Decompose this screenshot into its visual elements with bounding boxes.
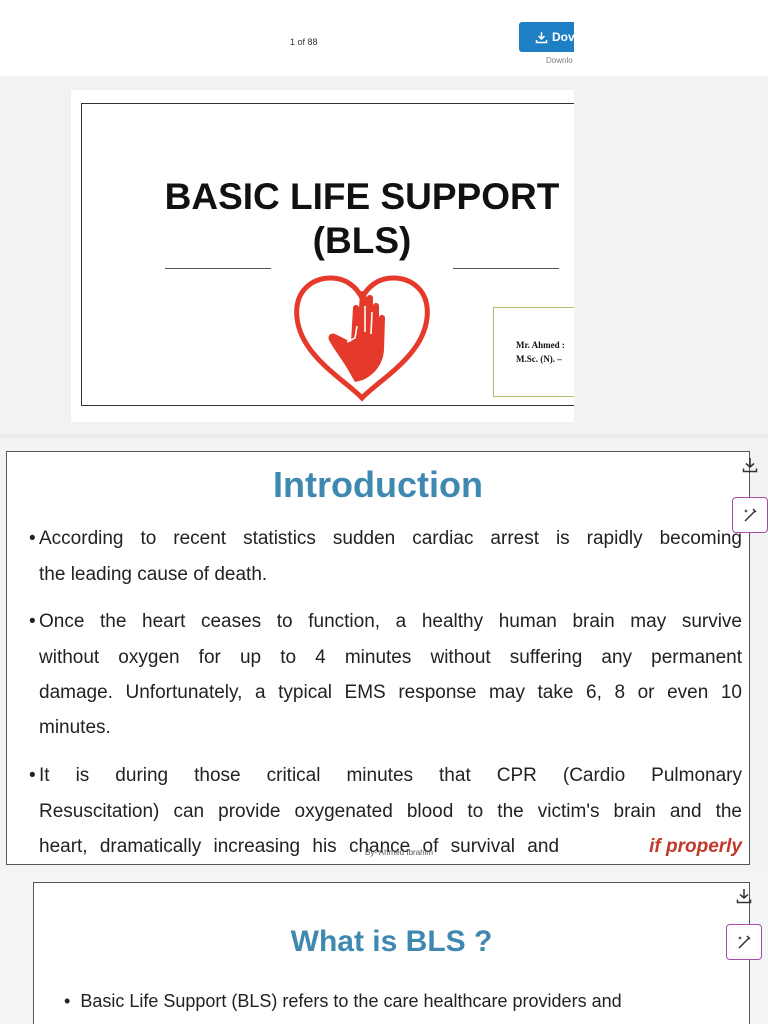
download-button[interactable]: Dov: [519, 22, 574, 52]
bullet-1-line-1: According to recent statistics sudden ca…: [39, 528, 742, 549]
author-box: Mr. Ahmed : M.Sc. (N). –: [493, 307, 574, 397]
bullet-2-line-2: without oxygen for up to 4 minutes witho…: [39, 647, 742, 668]
bullet-2-line-1: Once the heart ceases to function, a hea…: [39, 611, 742, 632]
slide-title-line1: BASIC LIFE SUPPORT: [164, 176, 560, 217]
slide-1: BASIC LIFE SUPPORT (BLS) Mr. Ahmed : M.S…: [71, 90, 574, 422]
slide-2-download-button[interactable]: [732, 447, 768, 483]
bullet-dot: •: [29, 611, 36, 632]
slide-footer: By- Ahmed Ibrahim: [365, 848, 434, 857]
bullet-1: • Basic Life Support (BLS) refers to the…: [64, 991, 726, 1012]
slide-2-edit-button[interactable]: [732, 497, 768, 533]
bullet-dot: •: [29, 765, 36, 786]
bullet-3-line-1: It is during those critical minutes that…: [39, 765, 742, 786]
bullet-1-line-2: the leading cause of death.: [39, 564, 268, 585]
slide-2: Introduction • According to recent stati…: [6, 451, 750, 865]
bullet-3-line-3-text: heart, dramatically increasing his chanc…: [39, 836, 560, 857]
slide-title: BASIC LIFE SUPPORT (BLS): [71, 175, 574, 263]
download-icon: [535, 31, 548, 43]
slide-title: Introduction: [273, 464, 483, 505]
slide-title: What is BLS ?: [290, 925, 493, 958]
heart-hand-icon: [294, 275, 430, 402]
slide-title-line2: (BLS): [312, 220, 412, 261]
bullet-dot: •: [64, 991, 81, 1011]
slide-3: What is BLS ? • Basic Life Support (BLS)…: [33, 882, 750, 1024]
bullet-1-text: Basic Life Support (BLS) refers to the c…: [80, 991, 622, 1011]
author-degree: M.Sc. (N). –: [516, 354, 562, 364]
bullet-2-line-4: minutes.: [39, 717, 111, 738]
bullet-2-line-3: damage. Unfortunately, a typical EMS res…: [39, 682, 742, 703]
title-divider-left: [165, 268, 271, 269]
edit-sparkle-icon: [738, 935, 751, 949]
download-button-label: Dov: [552, 30, 574, 44]
author-name: Mr. Ahmed :: [516, 340, 565, 350]
bullet-dot: •: [29, 528, 36, 549]
bullet-3-line-3: heart, dramatically increasing his chanc…: [39, 836, 742, 858]
download-icon: [736, 889, 752, 904]
viewer-toolbar: 1 of 88 Dov Downlo: [0, 0, 768, 76]
slide-3-download-button[interactable]: [726, 878, 762, 914]
download-icon: [742, 458, 758, 473]
download-caption: Downlo: [546, 56, 573, 65]
emphasis-text: if properly: [649, 836, 742, 857]
bullet-3-line-2: Resuscitation) can provide oxygenated bl…: [39, 801, 742, 822]
page-counter: 1 of 88: [290, 37, 318, 47]
edit-sparkle-icon: [744, 508, 757, 522]
title-divider-right: [453, 268, 559, 269]
slide-frame: [81, 103, 574, 406]
slide-3-edit-button[interactable]: [726, 924, 762, 960]
page-separator: [0, 434, 768, 438]
